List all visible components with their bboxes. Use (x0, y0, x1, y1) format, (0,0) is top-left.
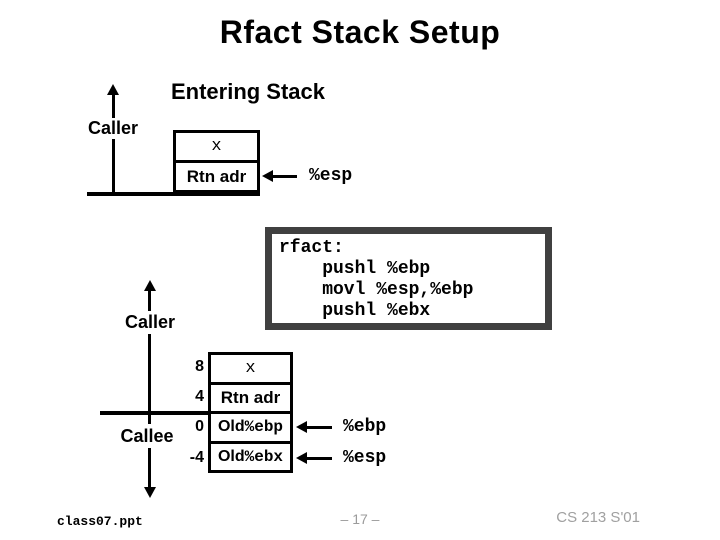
lower-axis-line-4 (148, 448, 151, 487)
code-line-3: movl %esp,%ebp (279, 280, 474, 300)
lower-axis-line-3 (148, 415, 151, 424)
offset-0: 0 (195, 418, 204, 435)
section-subtitle: Entering Stack (170, 79, 326, 104)
offset-8: 8 (195, 358, 204, 375)
page-title: Rfact Stack Setup (219, 14, 501, 50)
caller-axis-line-bottom (112, 139, 115, 193)
esp-arrow-head-icon (262, 170, 273, 182)
upper-baseline (87, 192, 260, 196)
code-line-1: rfact: (279, 238, 344, 258)
lower-axis-line-1 (148, 291, 151, 311)
lower-caller-label: Caller (110, 312, 190, 333)
old-ebp-prefix: Old (217, 418, 245, 436)
footer-page-number: – 17 – (340, 511, 380, 527)
old-ebx-register: %ebx (244, 447, 284, 466)
lower-stack-box: x Rtn adr Old %ebp Old %ebx (208, 352, 293, 473)
lower-cell-rtn-adr: Rtn adr (211, 381, 290, 412)
lower-cell-old-ebx: Old %ebx (211, 440, 290, 471)
frame-divider-line (100, 411, 211, 415)
callee-arrow-down-icon (144, 487, 156, 498)
lower-axis-line-2 (148, 334, 151, 411)
footer-course-label: CS 213 S'01 (556, 509, 640, 526)
lower-ebp-label: %ebp (343, 417, 387, 437)
upper-stack-box: x Rtn adr (173, 130, 260, 193)
old-ebp-register: %ebp (244, 418, 284, 437)
ebp-arrow-line (307, 426, 332, 429)
upper-esp-label: %esp (309, 166, 353, 186)
lower-cell-old-ebp: Old %ebp (211, 411, 290, 441)
upper-caller-label: Caller (78, 118, 148, 139)
offset-minus4: -4 (189, 449, 204, 466)
code-box: rfact: pushl %ebp movl %esp,%ebp pushl %… (265, 227, 552, 330)
caller-axis-line-top (112, 95, 115, 119)
lower-cell-x: x (245, 358, 256, 378)
code-line-2: pushl %ebp (279, 259, 431, 279)
callee-label: Callee (107, 426, 187, 447)
code-line-4: pushl %ebx (279, 301, 431, 321)
lower-caller-arrow-up-icon (144, 280, 156, 291)
upper-cell-rtn-adr: Rtn adr (176, 160, 257, 190)
esp-arrow-line (273, 175, 297, 178)
footer-filename: class07.ppt (57, 514, 143, 529)
old-ebx-prefix: Old (217, 447, 245, 465)
esp2-arrow-head-icon (296, 452, 307, 464)
ebp-arrow-head-icon (296, 421, 307, 433)
esp2-arrow-line (307, 457, 332, 460)
caller-axis-arrow-up-icon (107, 84, 119, 95)
offset-4: 4 (195, 388, 204, 405)
upper-cell-x: x (211, 137, 222, 156)
lower-esp-label: %esp (343, 448, 387, 468)
